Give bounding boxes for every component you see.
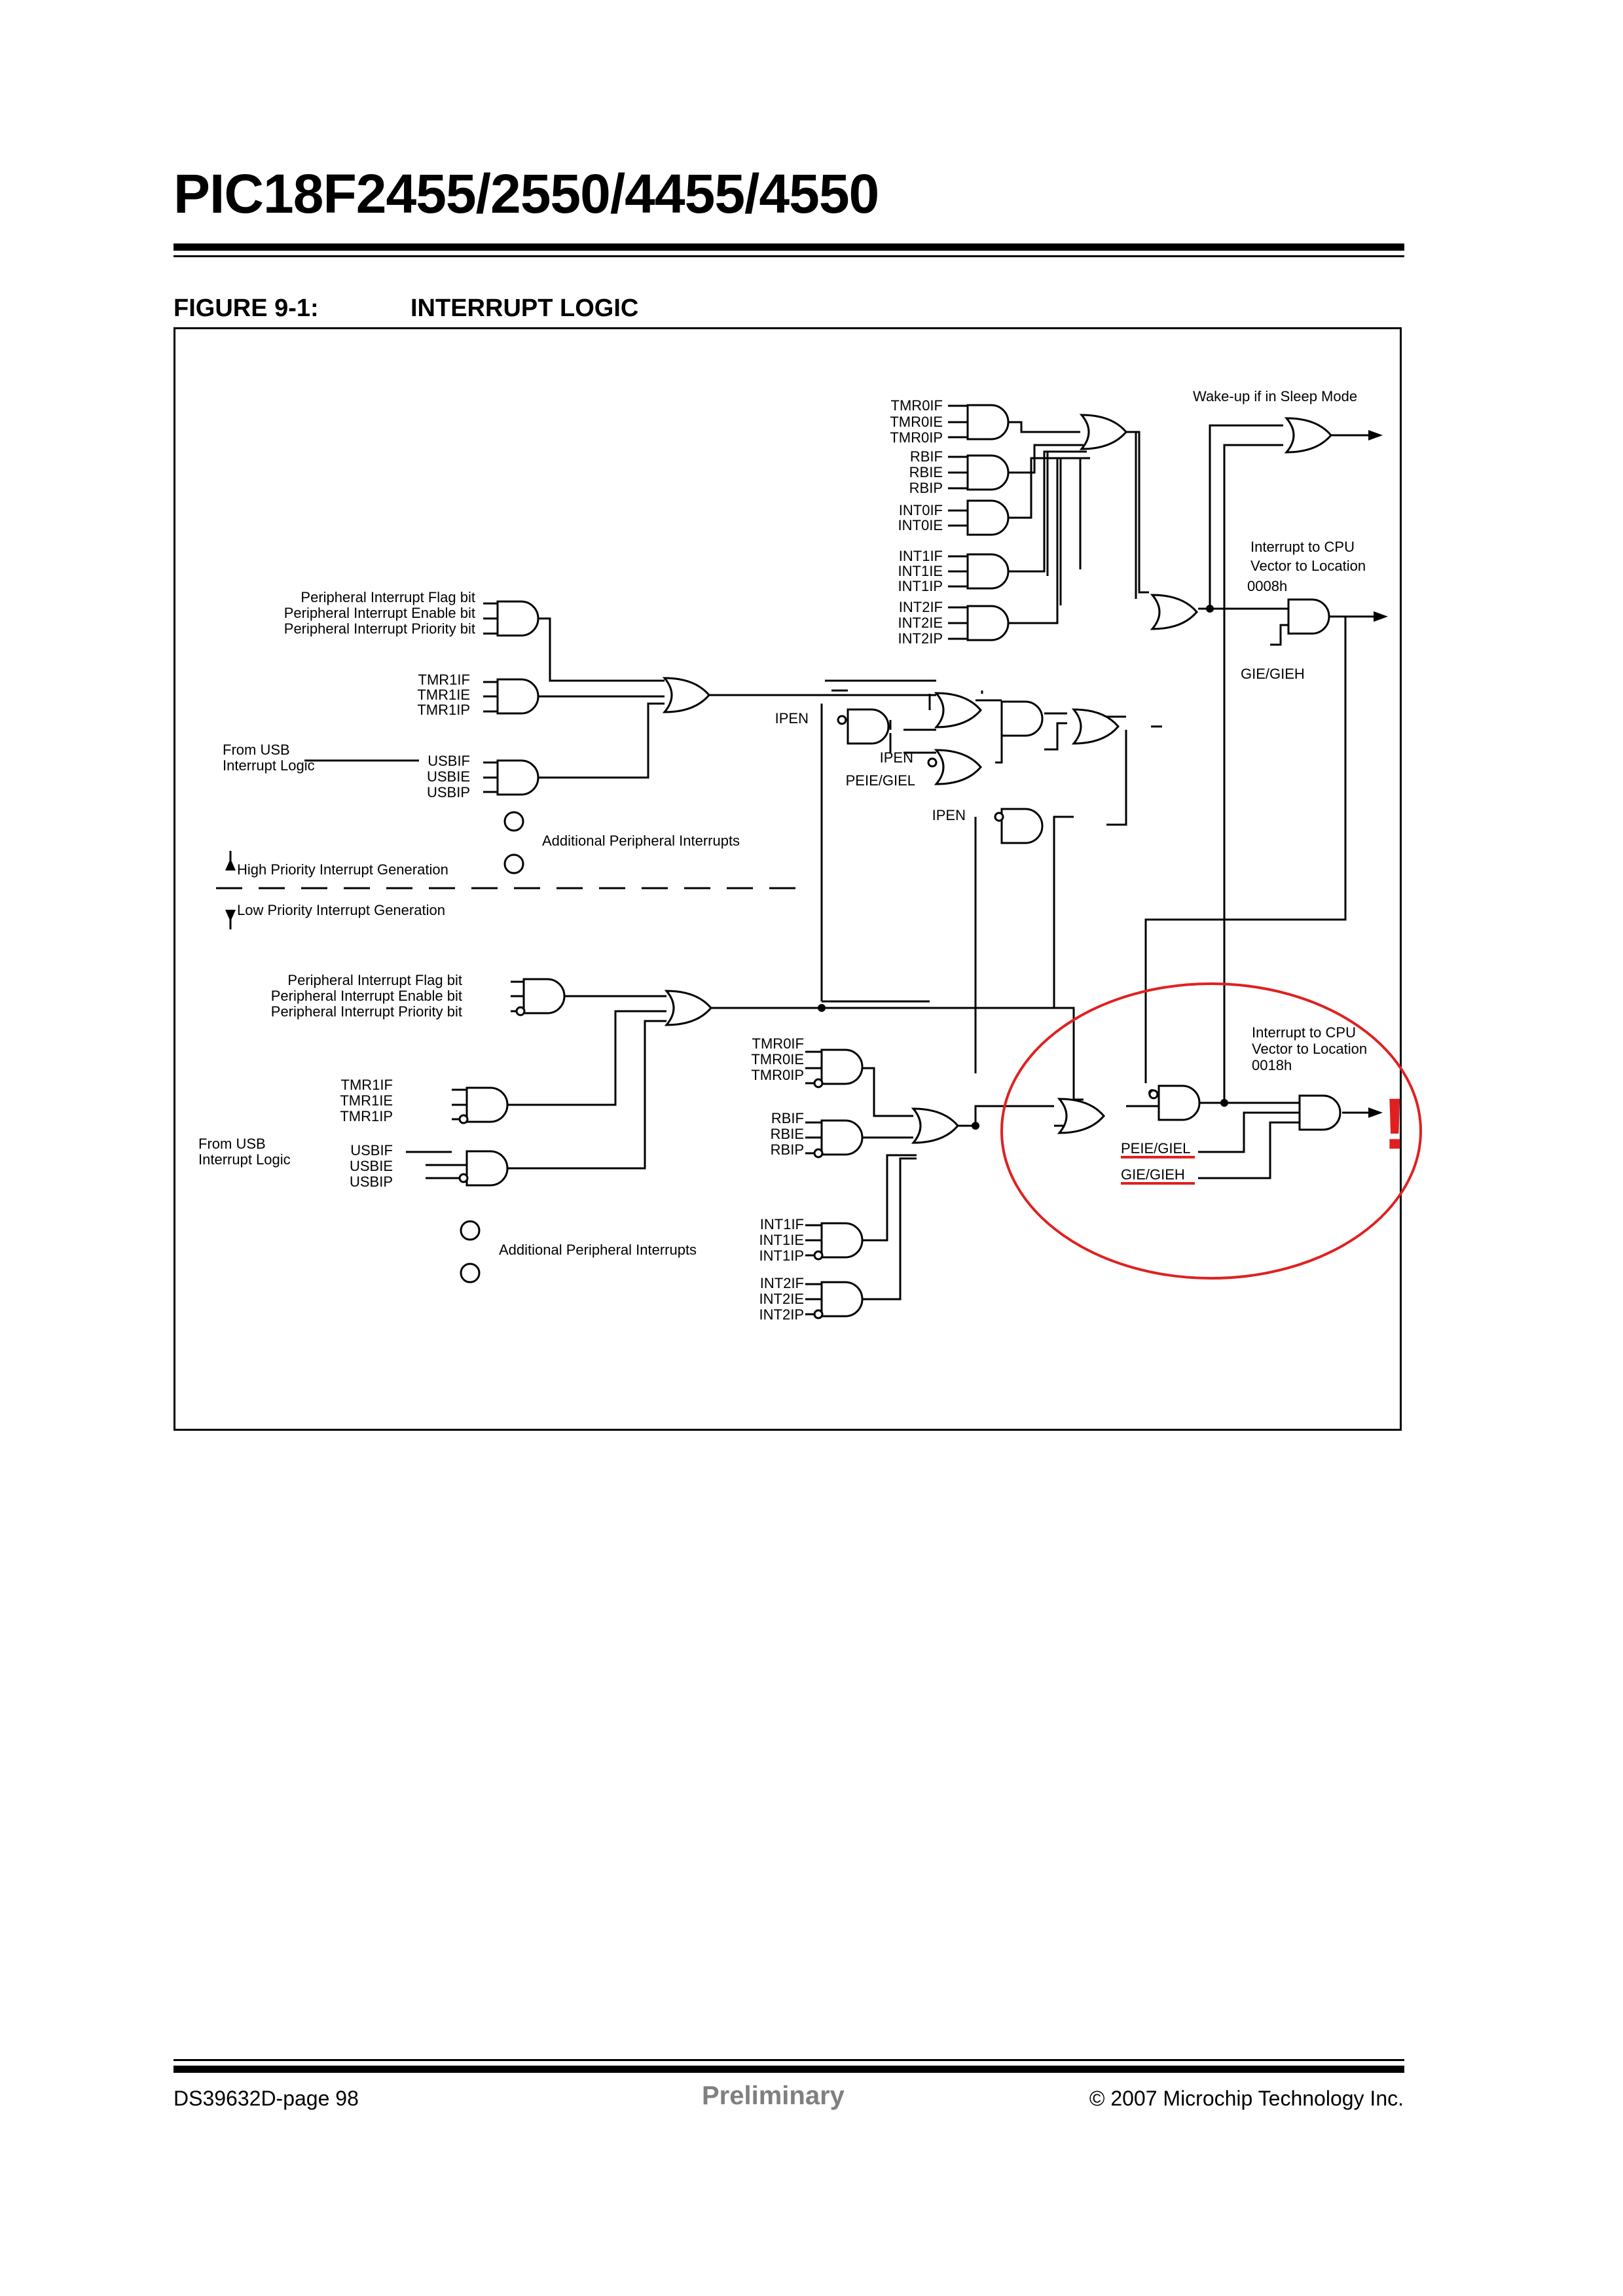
- label-int2ie-low: INT2IE: [759, 1291, 804, 1307]
- annotation-mark: !: [1383, 1084, 1407, 1164]
- header-rule-thin: [173, 255, 1404, 257]
- label-usbie-low: USBIE: [350, 1158, 393, 1174]
- label-int2ip-high: INT2IP: [898, 630, 943, 647]
- label-int1ip-high: INT1IP: [898, 578, 943, 594]
- label-int1ie-low: INT1IE: [759, 1232, 804, 1248]
- label-periph-priority-high: Peripheral Interrupt Priority bit: [284, 620, 475, 637]
- label-from-usb-logic-low: Interrupt Logic: [198, 1151, 291, 1168]
- header-rule-thick: [173, 243, 1404, 251]
- label-additional-high: Additional Peripheral Interrupts: [542, 833, 740, 849]
- footer-rule-thick: [173, 2066, 1404, 2073]
- label-periph-priority-low: Peripheral Interrupt Priority bit: [271, 1003, 462, 1020]
- label-tmr1if-high: TMR1IF: [418, 672, 470, 688]
- label-tmr1ie-high: TMR1IE: [417, 687, 470, 703]
- label-usbip-high: USBIP: [427, 784, 470, 800]
- label-ipen-2: IPEN: [880, 749, 913, 766]
- label-peie-high: PEIE/GIEL: [846, 772, 915, 789]
- label-tmr0ip-high: TMR0IP: [890, 429, 943, 446]
- label-peie-low: PEIE/GIEL: [1121, 1140, 1190, 1157]
- label-usbip-low: USBIP: [350, 1174, 393, 1190]
- label-int1ie-high: INT1IE: [898, 563, 943, 579]
- label-tmr0ie-low: TMR0IE: [751, 1051, 804, 1067]
- label-tmr0if-low: TMR0IF: [752, 1035, 804, 1052]
- label-int2ip-low: INT2IP: [759, 1306, 804, 1323]
- label-from-usb-high: From USB: [223, 742, 290, 758]
- label-tmr1ie-low: TMR1IE: [340, 1092, 393, 1109]
- footer-copyright: © 2007 Microchip Technology Inc.: [1089, 2087, 1404, 2110]
- label-gie-low: GIE/GIEH: [1121, 1166, 1185, 1183]
- label-rbie-low: RBIE: [771, 1126, 804, 1142]
- figure-frame: [173, 327, 1402, 1431]
- label-periph-enable-high: Peripheral Interrupt Enable bit: [284, 605, 475, 621]
- label-int0if-high: INT0IF: [899, 502, 943, 518]
- footer-page-number: DS39632D-page 98: [173, 2087, 359, 2110]
- label-tmr0ip-low: TMR0IP: [751, 1067, 804, 1083]
- label-periph-flag-low: Peripheral Interrupt Flag bit: [287, 972, 462, 988]
- label-int2if-low: INT2IF: [760, 1275, 804, 1291]
- label-from-usb-low: From USB: [198, 1136, 266, 1152]
- label-vector-low-line2: Vector to Location: [1252, 1041, 1367, 1057]
- label-rbif-low: RBIF: [771, 1110, 804, 1126]
- label-ipen-3: IPEN: [932, 807, 966, 823]
- label-tmr0if-high: TMR0IF: [891, 397, 943, 414]
- label-int0ie-high: INT0IE: [898, 517, 943, 533]
- label-wakeup: Wake-up if in Sleep Mode: [1193, 388, 1357, 404]
- label-rbip-high: RBIP: [909, 480, 943, 496]
- label-int1if-high: INT1IF: [899, 548, 943, 564]
- label-low-priority-generation: Low Priority Interrupt Generation: [237, 902, 445, 918]
- label-usbie-high: USBIE: [427, 768, 470, 785]
- label-periph-enable-low: Peripheral Interrupt Enable bit: [271, 988, 462, 1004]
- label-vector-low-line1: Interrupt to CPU: [1252, 1024, 1356, 1041]
- label-int2if-high: INT2IF: [899, 599, 943, 615]
- label-periph-flag-high: Peripheral Interrupt Flag bit: [301, 589, 475, 605]
- label-gie-high: GIE/GIEH: [1241, 666, 1305, 682]
- label-int1ip-low: INT1IP: [759, 1247, 804, 1264]
- footer-rule-thin: [173, 2059, 1404, 2061]
- label-ipen-1: IPEN: [775, 710, 809, 726]
- label-tmr1ip-low: TMR1IP: [340, 1108, 393, 1124]
- page-title: PIC18F2455/2550/4455/4550: [173, 163, 879, 224]
- label-vector-high-line1: Interrupt to CPU: [1250, 539, 1355, 555]
- label-tmr0ie-high: TMR0IE: [890, 414, 943, 430]
- label-vector-low-line3: 0018h: [1252, 1057, 1292, 1073]
- label-int1if-low: INT1IF: [760, 1216, 804, 1232]
- label-tmr1ip-high: TMR1IP: [417, 702, 470, 718]
- label-rbie-high: RBIE: [909, 464, 943, 480]
- label-vector-high-line2: Vector to Location: [1250, 558, 1366, 574]
- label-from-usb-logic-high: Interrupt Logic: [223, 757, 315, 774]
- label-usbif-low: USBIF: [350, 1142, 393, 1158]
- label-rbif-high: RBIF: [910, 448, 943, 465]
- label-tmr1if-low: TMR1IF: [341, 1077, 393, 1093]
- figure-number: FIGURE 9-1:: [173, 295, 319, 322]
- label-additional-low: Additional Peripheral Interrupts: [499, 1242, 697, 1258]
- label-usbif-high: USBIF: [428, 753, 470, 769]
- footer-status: Preliminary: [702, 2081, 845, 2110]
- figure-title: INTERRUPT LOGIC: [410, 295, 639, 322]
- label-int2ie-high: INT2IE: [898, 615, 943, 631]
- label-high-priority-generation: High Priority Interrupt Generation: [237, 861, 448, 878]
- label-vector-high-line3: 0008h: [1247, 578, 1287, 594]
- label-rbip-low: RBIP: [771, 1141, 804, 1158]
